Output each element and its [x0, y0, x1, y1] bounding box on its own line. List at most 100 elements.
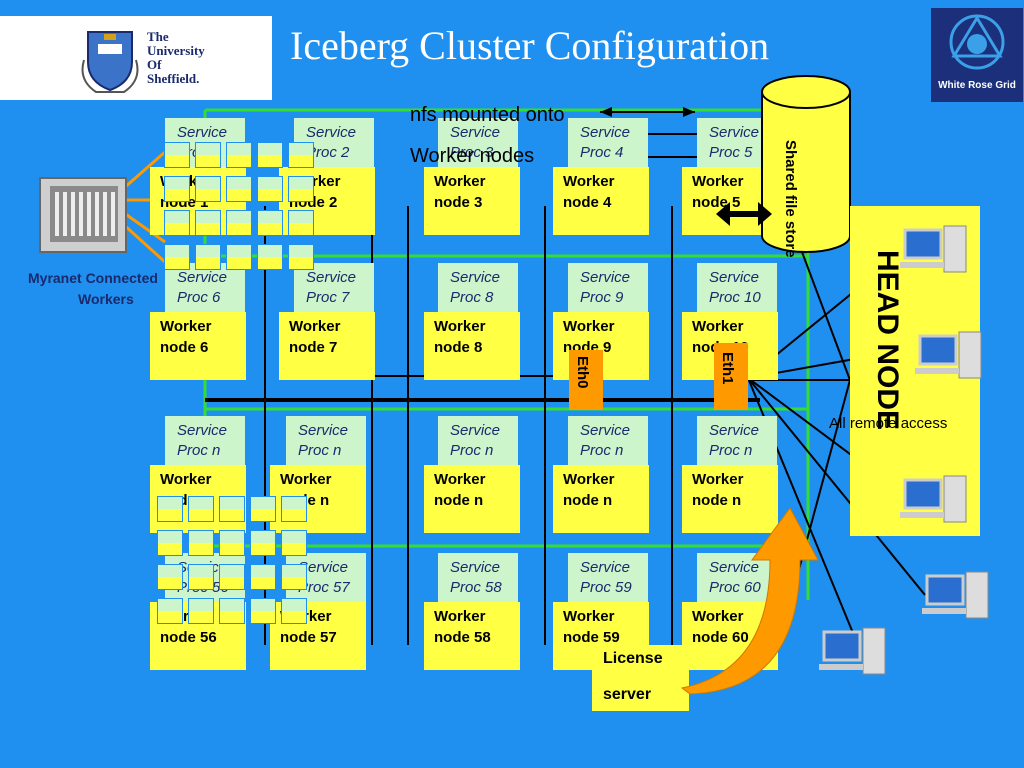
- worker-node: Worker node 6: [150, 312, 246, 380]
- mini-node: [188, 496, 214, 522]
- service-proc-label: Service: [177, 124, 228, 141]
- worker-node-label: node n: [563, 492, 613, 509]
- mini-node: [250, 564, 276, 590]
- mini-node: [250, 496, 276, 522]
- mini-node: [250, 598, 276, 624]
- service-proc-label: Proc 8: [450, 289, 494, 306]
- worker-node-label: Worker: [434, 173, 486, 190]
- worker-node-label: node 6: [160, 339, 209, 356]
- mini-node: [257, 210, 283, 236]
- worker-node-label: node 58: [434, 629, 491, 646]
- worker-node-label: Worker: [563, 173, 615, 190]
- worker-node-label: Worker: [692, 318, 744, 335]
- eth1-label: Eth1: [719, 352, 736, 385]
- service-proc-label: Service: [177, 422, 228, 439]
- service-proc-label: Service: [580, 269, 631, 286]
- service-proc-label: Proc 59: [580, 579, 632, 596]
- worker-node-label: node 56: [160, 629, 217, 646]
- worker-node: Worker node n: [682, 465, 778, 533]
- service-proc-label: Proc 10: [709, 289, 761, 306]
- service-proc-label: Proc n: [450, 442, 494, 459]
- service-proc-label: Proc n: [298, 442, 342, 459]
- worker-node-label: node 59: [563, 629, 620, 646]
- mini-node: [226, 176, 252, 202]
- service-proc-label: Service: [450, 422, 501, 439]
- myranet-label-2: Workers: [78, 291, 134, 307]
- mini-node: [188, 598, 214, 624]
- license-server-label-2: server: [603, 686, 652, 703]
- university-name: The University Of Sheffield.: [147, 29, 205, 86]
- worker-node-label: Worker: [160, 318, 212, 335]
- myranet-label: Myranet Connected: [28, 270, 158, 286]
- worker-node-label: Worker: [160, 471, 212, 488]
- worker-node-label: Worker: [434, 608, 486, 625]
- mini-node: [226, 244, 252, 270]
- mini-node: [219, 598, 245, 624]
- service-proc-label: Service: [450, 269, 501, 286]
- service-proc-label: Proc n: [709, 442, 753, 459]
- service-proc-label: Service: [709, 269, 760, 286]
- mini-node: [157, 564, 183, 590]
- mini-node: [281, 530, 307, 556]
- worker-node-label: Worker: [563, 471, 615, 488]
- service-proc-label: Proc n: [580, 442, 624, 459]
- worker-node: Worker node n: [424, 465, 520, 533]
- worker-node-label: node 7: [289, 339, 338, 356]
- mini-node: [195, 142, 221, 168]
- service-proc-label: Service: [306, 269, 357, 286]
- worker-node-label: Worker: [434, 471, 486, 488]
- service-proc-label: Service: [450, 124, 501, 141]
- service-proc-label: Service: [709, 559, 760, 576]
- worker-node: Worker node 5: [682, 167, 778, 235]
- mini-node: [257, 244, 283, 270]
- service-proc-label: Service: [298, 422, 349, 439]
- worker-node-label: node n: [692, 492, 742, 509]
- mini-node: [281, 564, 307, 590]
- shared-file-store-label: Shared file store: [782, 140, 799, 258]
- page-title: Iceberg Cluster Configuration: [290, 23, 770, 68]
- worker-node: Worker node 58: [424, 602, 520, 670]
- worker-node: Worker node n: [553, 465, 649, 533]
- head-node-label: HEAD NODE: [871, 250, 904, 431]
- mini-node: [164, 142, 190, 168]
- eth0-label: Eth0: [574, 356, 591, 389]
- eth1-box: [714, 343, 748, 410]
- service-proc-label: Proc 4: [580, 144, 624, 161]
- worker-node-label: node 5: [692, 194, 741, 211]
- mini-node: [157, 530, 183, 556]
- mini-node: [226, 210, 252, 236]
- mini-node: [281, 598, 307, 624]
- worker-node-label: node 4: [563, 194, 612, 211]
- service-proc-label: Service: [709, 124, 760, 141]
- service-proc-label: Proc 5: [709, 144, 753, 161]
- service-proc-label: Service: [709, 422, 760, 439]
- mini-node: [195, 210, 221, 236]
- worker-node-label: node n: [434, 492, 484, 509]
- mini-node: [226, 142, 252, 168]
- license-server-label: License: [603, 650, 663, 667]
- mini-node: [188, 564, 214, 590]
- mini-node: [157, 598, 183, 624]
- worker-node-label: node 57: [280, 629, 337, 646]
- mini-node: [195, 176, 221, 202]
- license-server-box: [592, 645, 689, 711]
- worker-node-label: Worker: [692, 471, 744, 488]
- service-proc-label: Service: [580, 422, 631, 439]
- mini-node: [288, 142, 314, 168]
- worker-node-label: Worker: [692, 173, 744, 190]
